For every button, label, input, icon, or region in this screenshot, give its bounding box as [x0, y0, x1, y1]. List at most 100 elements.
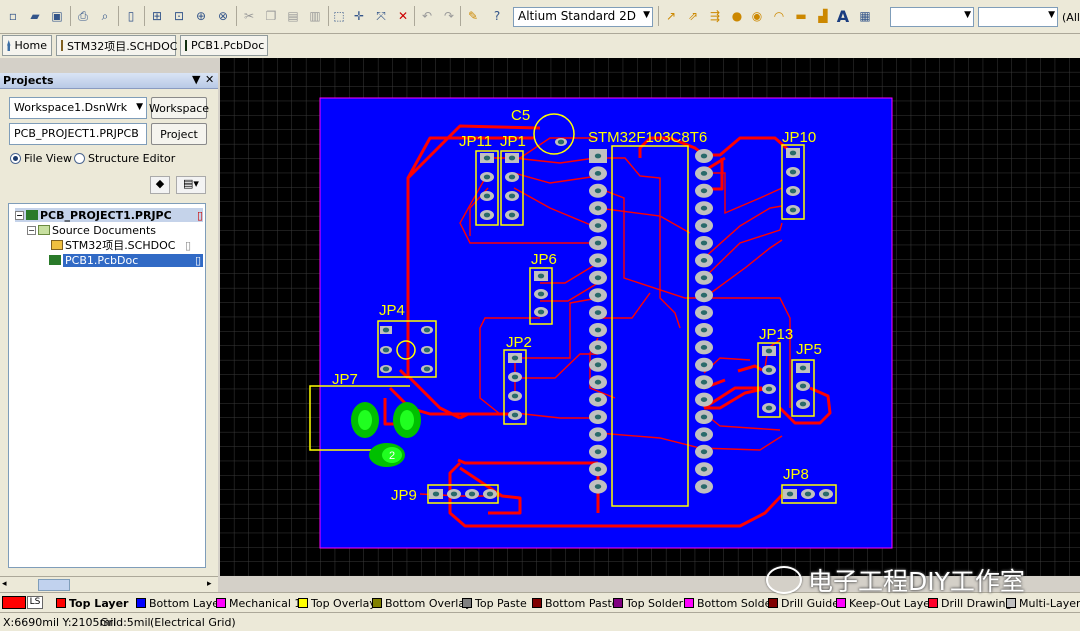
place-pad-icon[interactable]: ● — [731, 9, 743, 23]
diff-pair-route-icon[interactable]: ⇗ — [687, 9, 699, 23]
layer-tab-keep-out-layer[interactable]: Keep-Out Layer — [836, 595, 935, 611]
view-config-select[interactable]: Altium Standard 2D▼ — [513, 7, 653, 27]
undo-icon[interactable]: ↶ — [421, 9, 433, 23]
document-tab-bar: Home STM32项目.SCHDOC PCB1.PcbDoc — [0, 34, 1080, 58]
move-icon[interactable]: ✛ — [353, 9, 365, 23]
layer-color-swatch — [372, 598, 382, 608]
pad-hole — [594, 258, 602, 263]
track — [703, 404, 711, 410]
layer-tab-top-paste[interactable]: Top Paste — [462, 595, 527, 611]
zoom-filter-icon[interactable]: ⊗ — [217, 9, 229, 23]
rubber-stamp-icon[interactable]: ▥ — [309, 9, 321, 23]
tab-pcb[interactable]: PCB1.PcbDoc — [180, 35, 268, 56]
layer-tab-multi-layer[interactable]: Multi-Layer — [1006, 595, 1080, 611]
pad-hole — [700, 345, 708, 350]
pad-hole — [700, 310, 708, 315]
pad-hole — [789, 188, 797, 194]
class-filter-select[interactable]: ▼ — [978, 7, 1058, 27]
tree-file-schematic[interactable]: STM32项目.SCHDOC ▯ — [51, 238, 191, 252]
pad-hole — [700, 397, 708, 402]
interactive-route-icon[interactable]: ↗ — [665, 9, 677, 23]
jp7-outline — [309, 385, 410, 451]
save-icon[interactable]: ▣ — [51, 9, 63, 23]
deselect-icon[interactable]: ✕ — [397, 9, 409, 23]
cut-icon[interactable]: ✂ — [243, 9, 255, 23]
scrollbar-thumb[interactable] — [38, 579, 70, 591]
print-icon[interactable]: ⎙ — [78, 8, 88, 23]
tab-schematic[interactable]: STM32项目.SCHDOC — [56, 35, 177, 56]
compile-icon[interactable]: ◆ — [150, 176, 170, 194]
help-icon[interactable]: ? — [493, 9, 501, 23]
collapse-icon[interactable]: − — [15, 210, 24, 220]
all-filter-label: (All) — [1062, 11, 1080, 24]
modified-doc-icon: ▯ — [196, 208, 203, 222]
collapse-icon[interactable]: − — [27, 225, 36, 235]
pad-hole — [700, 362, 708, 368]
document-icon[interactable]: ▯ — [127, 9, 135, 23]
tree-source-folder[interactable]: − Source Documents — [27, 223, 156, 237]
label-jp9: JP9 — [391, 487, 417, 504]
place-string-icon[interactable]: A — [836, 6, 850, 26]
scroll-left-icon[interactable]: ◂ — [2, 579, 7, 589]
place-polygon-icon[interactable]: ▟ — [818, 9, 828, 23]
layer-tab-bottom-overlay[interactable]: Bottom Overlay — [372, 595, 472, 611]
copy-icon[interactable]: ❐ — [265, 9, 277, 23]
layer-set-button[interactable]: LS — [27, 596, 43, 609]
scroll-right-icon[interactable]: ▸ — [207, 579, 212, 589]
layer-tab-top-overlay[interactable]: Top Overlay — [298, 595, 376, 611]
tab-home[interactable]: Home — [2, 35, 52, 56]
project-field[interactable]: PCB_PROJECT1.PRJPCB — [9, 123, 147, 145]
zoom-selected-icon[interactable]: ⊕ — [195, 9, 207, 23]
zoom-area-icon[interactable]: ⊡ — [173, 9, 185, 23]
panel-title: Projects — [3, 74, 54, 87]
pad-hole — [537, 273, 545, 279]
layer-tab-bottom-layer[interactable]: Bottom Layer — [136, 595, 224, 611]
redo-icon[interactable]: ↷ — [443, 9, 455, 23]
project-button[interactable]: Project — [151, 123, 207, 145]
pad-hole — [804, 491, 812, 497]
place-via-icon[interactable]: ◉ — [751, 9, 763, 23]
net-filter-select[interactable]: ▼ — [890, 7, 974, 27]
close-icon[interactable]: ✕ — [205, 73, 215, 86]
file-view-radio[interactable]: File View — [10, 152, 72, 165]
layer-tab-drill-guide[interactable]: Drill Guide — [768, 595, 839, 611]
tree-file-pcb-row[interactable]: PCB1.PcbDoc ▯ — [49, 253, 203, 267]
current-layer-swatch[interactable] — [2, 596, 26, 609]
track — [737, 364, 763, 373]
workspace-button[interactable]: Workspace — [149, 97, 209, 119]
cursor-coords: X:6690mil Y:2105mil — [3, 616, 117, 629]
project-options-icon[interactable]: ▤▾ — [176, 176, 206, 194]
pad-hole — [594, 223, 602, 229]
place-arc-icon[interactable]: ◠ — [773, 9, 785, 23]
multi-route-icon[interactable]: ⇶ — [709, 9, 721, 23]
new-file-icon[interactable]: ▫ — [8, 9, 18, 23]
place-fill-icon[interactable]: ▬ — [795, 9, 807, 23]
panel-menu-icon[interactable]: ▼ — [192, 73, 201, 86]
place-component-icon[interactable]: ▦ — [859, 9, 871, 23]
paste-icon[interactable]: ▤ — [287, 9, 299, 23]
layer-tab-top-solder[interactable]: Top Solder — [613, 595, 683, 611]
pad-hole — [700, 432, 708, 437]
layer-tab-top-layer[interactable]: Top Layer — [56, 595, 128, 611]
pcb-doc-icon — [185, 40, 187, 51]
layer-tab-bottom-solder[interactable]: Bottom Solder — [684, 595, 776, 611]
open-folder-icon[interactable]: ▰ — [30, 9, 40, 23]
layer-color-swatch — [216, 598, 226, 608]
pcb-drawing[interactable]: 2 C5 JP11 JP1 STM32F103C8T6 JP10 JP6 JP4… — [220, 58, 1080, 576]
cross-probe-icon[interactable]: ✎ — [467, 9, 479, 23]
select-area-icon[interactable]: ⬚ — [333, 9, 345, 23]
pad-hole — [483, 174, 491, 180]
move-selection-icon[interactable]: ⤧ — [376, 8, 386, 23]
structure-editor-radio[interactable]: Structure Editor — [74, 152, 175, 165]
layer-tab-mechanical-1[interactable]: Mechanical 1 — [216, 595, 301, 611]
layer-tab-bottom-paste[interactable]: Bottom Paste — [532, 595, 619, 611]
pad-hole — [508, 174, 516, 180]
panel-horizontal-scrollbar[interactable]: ◂ ▸ — [0, 576, 218, 592]
tree-project-node[interactable]: − PCB_PROJECT1.PRJPC ▯ — [15, 208, 203, 222]
pcb-canvas[interactable]: 2 C5 JP11 JP1 STM32F103C8T6 JP10 JP6 JP4… — [220, 58, 1080, 576]
zoom-fit-icon[interactable]: ⊞ — [151, 9, 163, 23]
print-preview-icon[interactable]: ⌕ — [101, 8, 109, 23]
workspace-select[interactable]: Workspace1.DsnWrk ▼ — [9, 97, 147, 119]
track — [513, 187, 599, 229]
layer-tab-drill-drawing[interactable]: Drill Drawing — [928, 595, 1012, 611]
